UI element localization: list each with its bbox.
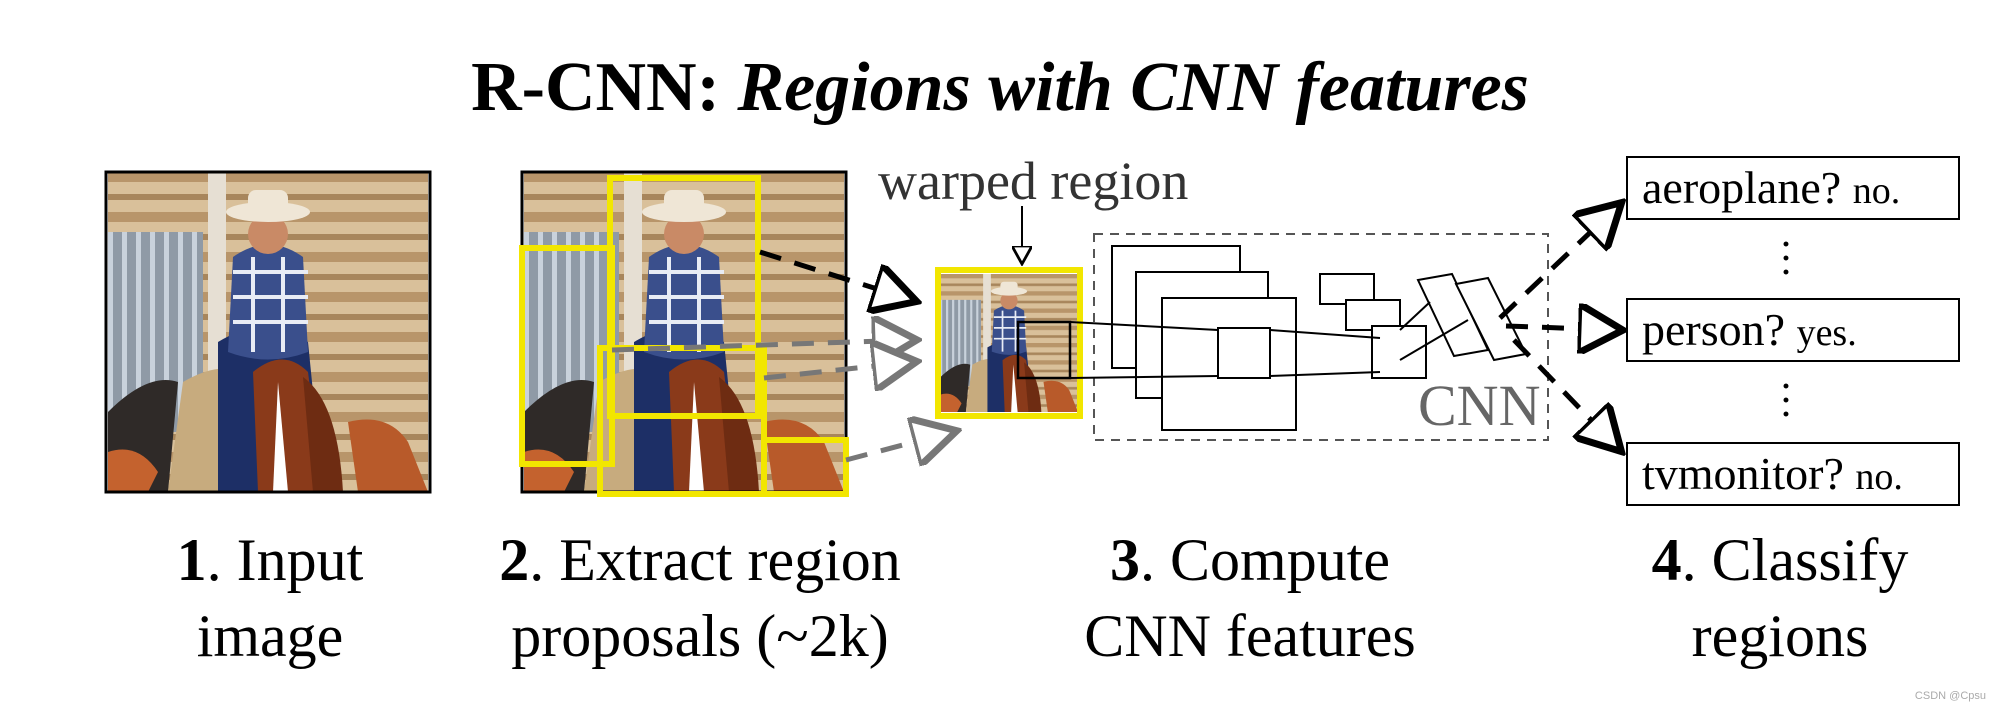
watermark: CSDN @Cpsu: [1914, 690, 1986, 702]
ellipsis-icon: ···: [1779, 364, 1793, 438]
classify-arrows: [1498, 206, 1618, 448]
proposal-box: [597, 345, 767, 497]
cnn-label: CNN: [1418, 373, 1541, 438]
proposal-arrows: [611, 249, 952, 460]
warped-region: [935, 267, 1083, 419]
proposal-box: [761, 437, 849, 497]
diagram-title: R-CNN: Regions with CNN features: [471, 49, 1529, 126]
ellipsis-icon: ···: [1779, 222, 1793, 296]
proposal-image: [519, 170, 849, 497]
class-box-aeroplane: aeroplane? no.: [1626, 156, 1960, 220]
class-box-tvmonitor: tvmonitor? no.: [1626, 442, 1960, 506]
cnn-block: [1069, 233, 1549, 441]
class-box-person: person? yes.: [1626, 298, 1960, 362]
input-image: [104, 170, 432, 494]
proposal-box: [519, 245, 615, 467]
warped-region-label: warped region: [878, 151, 1189, 211]
